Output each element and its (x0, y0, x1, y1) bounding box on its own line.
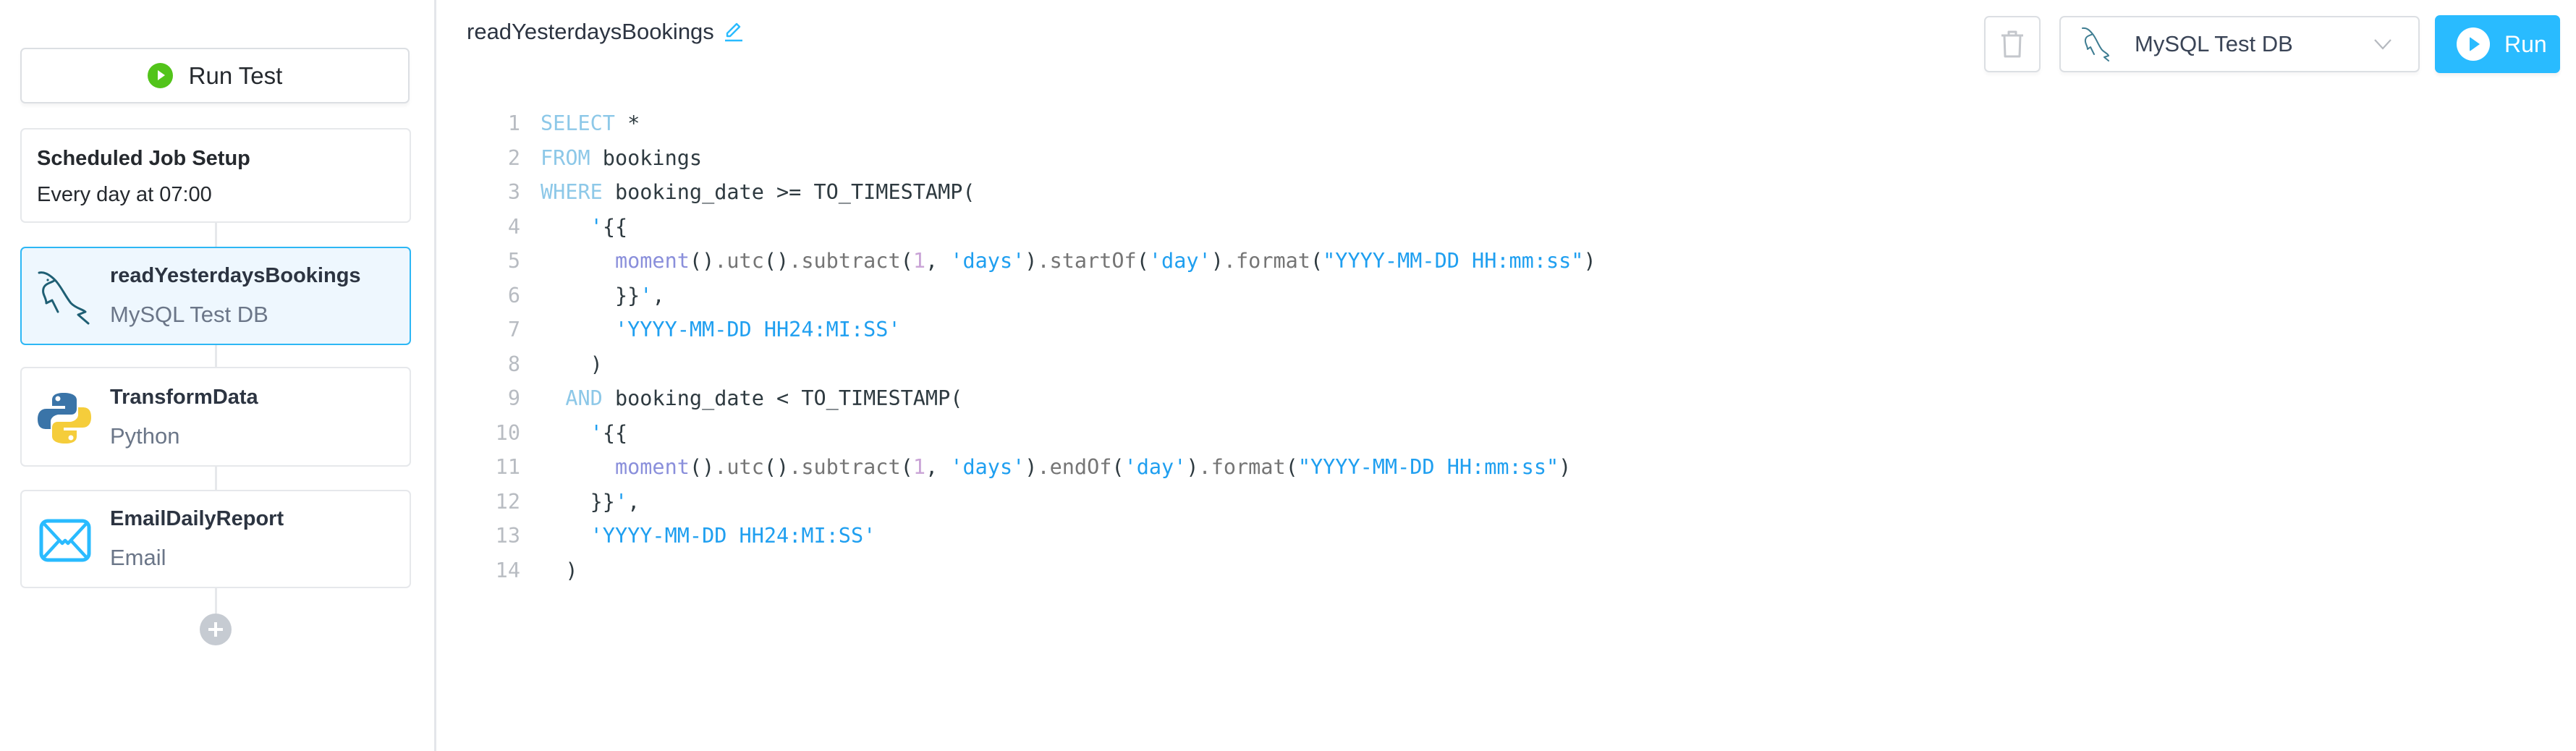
step-title: TransformData (110, 386, 258, 409)
step-title: readYesterdaysBookings (110, 264, 361, 287)
line-number: 8 (507, 352, 520, 376)
line-number: 12 (495, 489, 520, 514)
line-number: 13 (495, 524, 520, 548)
line-number: 11 (495, 455, 520, 479)
code-text: ) (590, 352, 603, 376)
trash-icon (2001, 30, 2023, 58)
envelope-icon (39, 519, 91, 562)
schedule-title: Scheduled Job Setup (37, 147, 250, 170)
line-number: 2 (507, 145, 520, 170)
step-name: readYesterdaysBookings (467, 19, 714, 44)
line-number: 4 (507, 214, 520, 239)
run-button[interactable]: Run (2435, 15, 2560, 73)
play-circle-icon (147, 63, 173, 88)
line-number: 6 (507, 283, 520, 307)
line-number: 10 (495, 420, 520, 445)
mysql-dolphin-icon (38, 271, 90, 325)
line-number: 9 (507, 386, 520, 410)
step-card-emaildailyreport[interactable]: EmailDailyReport Email (20, 490, 411, 588)
code-text: moment().utc().subtract(1, 'days').endOf… (614, 455, 1572, 479)
sidebar: Run Test Scheduled Job Setup Every day a… (0, 0, 436, 751)
code-text: FROM bookings (541, 145, 703, 170)
play-circle-icon (2457, 27, 2490, 61)
datasource-select[interactable]: MySQL Test DB (2059, 16, 2420, 72)
code-text: }}', (590, 489, 640, 514)
code-text: SELECT * (541, 111, 640, 135)
step-card-readyesterdaysbookings[interactable]: readYesterdaysBookings MySQL Test DB (20, 247, 411, 345)
code-text: }}', (614, 283, 665, 307)
line-number: 3 (507, 180, 520, 204)
step-title: EmailDailyReport (110, 507, 284, 530)
code-text: ) (565, 558, 578, 582)
add-step-button[interactable] (200, 614, 232, 645)
datasource-selected-value: MySQL Test DB (2135, 31, 2293, 56)
run-test-label: Run Test (188, 61, 283, 89)
chevron-down-icon (2374, 39, 2391, 50)
delete-step-button[interactable] (1984, 16, 2041, 72)
step-type: Python (110, 423, 180, 449)
step-type: Email (110, 545, 166, 570)
pencil-icon[interactable] (723, 21, 745, 43)
flow-connector (215, 588, 217, 614)
line-number: 7 (507, 318, 520, 341)
step-type: MySQL Test DB (110, 302, 268, 327)
schedule-frequency: Every day at 07:00 (37, 183, 212, 206)
step-editor-panel: readYesterdaysBookings MySQL Test DB Run… (436, 0, 2576, 751)
run-label: Run (2504, 30, 2547, 57)
code-text: WHERE booking_date >= TO_TIMESTAMP( (541, 180, 975, 204)
line-number: 1 (507, 111, 520, 135)
code-text: AND booking_date < TO_TIMESTAMP( (565, 386, 963, 410)
run-test-button[interactable]: Run Test (20, 48, 410, 103)
mysql-dolphin-icon (2082, 27, 2109, 61)
step-card-transformdata[interactable]: TransformData Python (20, 367, 411, 467)
flow-connector (215, 223, 217, 247)
step-name-heading: readYesterdaysBookings (467, 19, 745, 45)
scheduled-job-setup-card[interactable]: Scheduled Job Setup Every day at 07:00 (20, 128, 411, 223)
code-text: moment().utc().subtract(1, 'days').start… (614, 249, 1596, 273)
flow-connector (215, 467, 217, 490)
code-text: '{{ (590, 420, 628, 445)
code-text: 'YYYY-MM-DD HH24:MI:SS' (590, 524, 876, 548)
line-number: 14 (495, 558, 520, 582)
code-text: '{{ (590, 214, 628, 239)
line-number: 5 (507, 249, 520, 273)
flow-connector (215, 345, 217, 367)
python-icon (38, 393, 91, 444)
code-text: 'YYYY-MM-DD HH24:MI:SS' (614, 318, 901, 341)
